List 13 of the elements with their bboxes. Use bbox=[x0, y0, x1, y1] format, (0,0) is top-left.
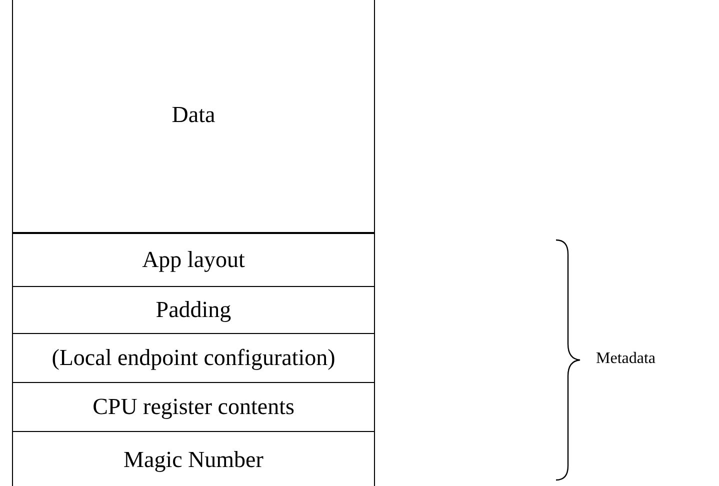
memory-region bbox=[12, 432, 375, 486]
memory-region bbox=[12, 383, 375, 432]
region-label: CPU register contents bbox=[92, 394, 294, 420]
memory-region bbox=[12, 287, 375, 334]
region-label: App layout bbox=[142, 247, 245, 273]
memory-region bbox=[12, 0, 375, 234]
region-label: (Local endpoint configuration) bbox=[52, 345, 336, 371]
brace-label: Metadata bbox=[596, 350, 656, 368]
memory-region bbox=[12, 234, 375, 287]
region-label: Padding bbox=[156, 297, 232, 323]
memory-region bbox=[12, 334, 375, 383]
region-label: Data bbox=[172, 102, 216, 128]
region-label: Magic Number bbox=[124, 447, 264, 473]
